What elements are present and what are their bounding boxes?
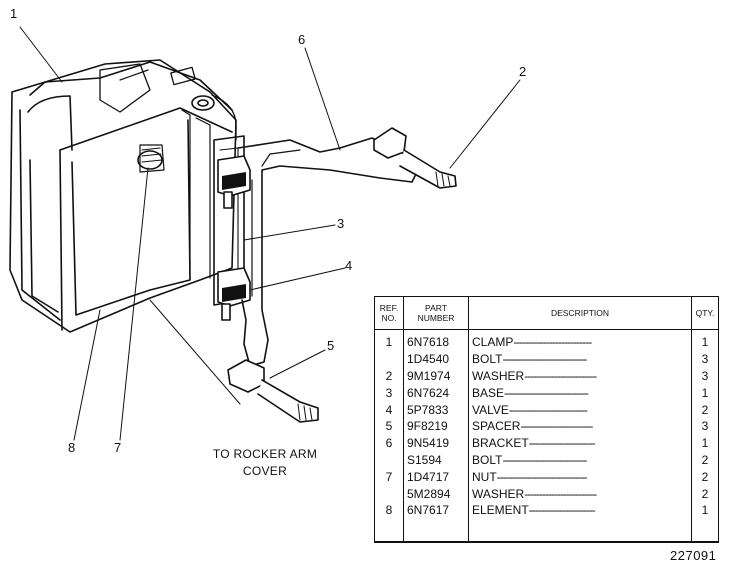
valve-lower <box>217 267 251 321</box>
filter-element-bolt <box>137 144 165 173</box>
part-number-cell: 6N7618 <box>403 329 469 351</box>
description-cell: NUT------------------------------ <box>468 468 692 486</box>
ref-no-cell: 5 <box>374 417 404 435</box>
ref-no-cell: 6 <box>374 434 404 452</box>
ref-no-cell: 7 <box>374 468 404 486</box>
callout-7: 7 <box>114 440 122 455</box>
description-cell: WASHER------------------------ <box>468 485 692 502</box>
leader-dashes: ---------------------------- <box>502 352 587 367</box>
valve-upper <box>217 155 251 209</box>
part-number-cell: 6N7624 <box>403 384 469 402</box>
description-cell: VALVE-------------------------- <box>468 401 692 418</box>
bolt-upper <box>373 127 457 189</box>
callout-6: 6 <box>298 32 306 47</box>
description-cell: BRACKET---------------------- <box>468 434 692 452</box>
qty-cell: 2 <box>691 485 719 502</box>
callout-4: 4 <box>345 258 353 273</box>
qty-cell: 1 <box>691 329 719 351</box>
callout-2: 2 <box>519 64 527 79</box>
table-header-row: REF. NO. PART NUMBER DESCRIPTION QTY. <box>374 296 719 330</box>
ref-no-cell <box>374 485 404 502</box>
part-number-cell: 1D4717 <box>403 468 469 486</box>
callout-8: 8 <box>68 440 76 455</box>
ref-no-cell: 3 <box>374 384 404 402</box>
qty-cell: 3 <box>691 350 719 368</box>
leader-lines <box>19 26 521 441</box>
part-number-cell: 9F8219 <box>403 417 469 435</box>
part-number-cell: 9M1974 <box>403 367 469 385</box>
ref-no-cell: 2 <box>374 367 404 385</box>
leader-dashes: ---------------------------- <box>502 452 587 467</box>
description-cell: BOLT---------------------------- <box>468 451 692 469</box>
ref-no-cell: 4 <box>374 401 404 418</box>
caption-line-2: COVER <box>242 464 288 478</box>
description-cell: BOLT---------------------------- <box>468 350 692 368</box>
qty-cell: 3 <box>691 367 719 385</box>
callout-5: 5 <box>327 338 335 353</box>
leader-dashes: ------------------------ <box>524 486 597 501</box>
leader-dashes: ---------------------------- <box>504 385 589 400</box>
description-cell: WASHER------------------------ <box>468 367 692 385</box>
header-part-number: PART NUMBER <box>403 296 469 330</box>
qty-cell: 3 <box>691 417 719 435</box>
ref-no-cell: 8 <box>374 501 404 542</box>
header-ref-no: REF. NO. <box>374 296 404 330</box>
bolt-lower <box>227 359 319 423</box>
qty-cell: 1 <box>691 384 719 402</box>
header-qty: QTY. <box>691 296 719 330</box>
callout-3: 3 <box>337 216 345 231</box>
qty-cell: 2 <box>691 401 719 418</box>
ref-no-cell: 1 <box>374 329 404 351</box>
qty-cell: 2 <box>691 468 719 486</box>
drawing-number: 227091 <box>670 548 717 563</box>
filter-housing <box>9 59 237 333</box>
leader-dashes: -------------------------- <box>513 335 592 350</box>
description-cell: SPACER------------------------ <box>468 417 692 435</box>
leader-dashes: ------------------------ <box>520 419 593 434</box>
ref-no-cell <box>374 451 404 469</box>
part-number-cell: 1D4540 <box>403 350 469 368</box>
description-cell: BASE---------------------------- <box>468 384 692 402</box>
leader-dashes: ------------------------ <box>524 368 597 383</box>
callout-1: 1 <box>10 6 18 21</box>
qty-cell: 2 <box>691 451 719 469</box>
leader-dashes: ---------------------- <box>528 436 596 451</box>
caption-line-1: TO ROCKER ARM <box>212 447 318 461</box>
leader-dashes: ------------------------------ <box>496 469 588 484</box>
ref-no-cell <box>374 350 404 368</box>
part-number-cell: 6N7617 <box>403 501 469 542</box>
qty-cell: 1 <box>691 501 719 542</box>
leader-dashes: -------------------------- <box>508 402 588 417</box>
leader-dashes: ---------------------- <box>528 503 596 518</box>
qty-cell: 1 <box>691 434 719 452</box>
part-number-cell: 5P7833 <box>403 401 469 418</box>
description-cell: CLAMP-------------------------- <box>468 329 692 351</box>
rocker-arm-cover-caption: TO ROCKER ARM COVER <box>200 446 330 480</box>
part-number-cell: 9N5419 <box>403 434 469 452</box>
description-cell: ELEMENT---------------------- <box>468 501 692 542</box>
header-description: DESCRIPTION <box>468 296 692 330</box>
part-number-cell: 5M2894 <box>403 485 469 502</box>
part-number-cell: S1594 <box>403 451 469 469</box>
